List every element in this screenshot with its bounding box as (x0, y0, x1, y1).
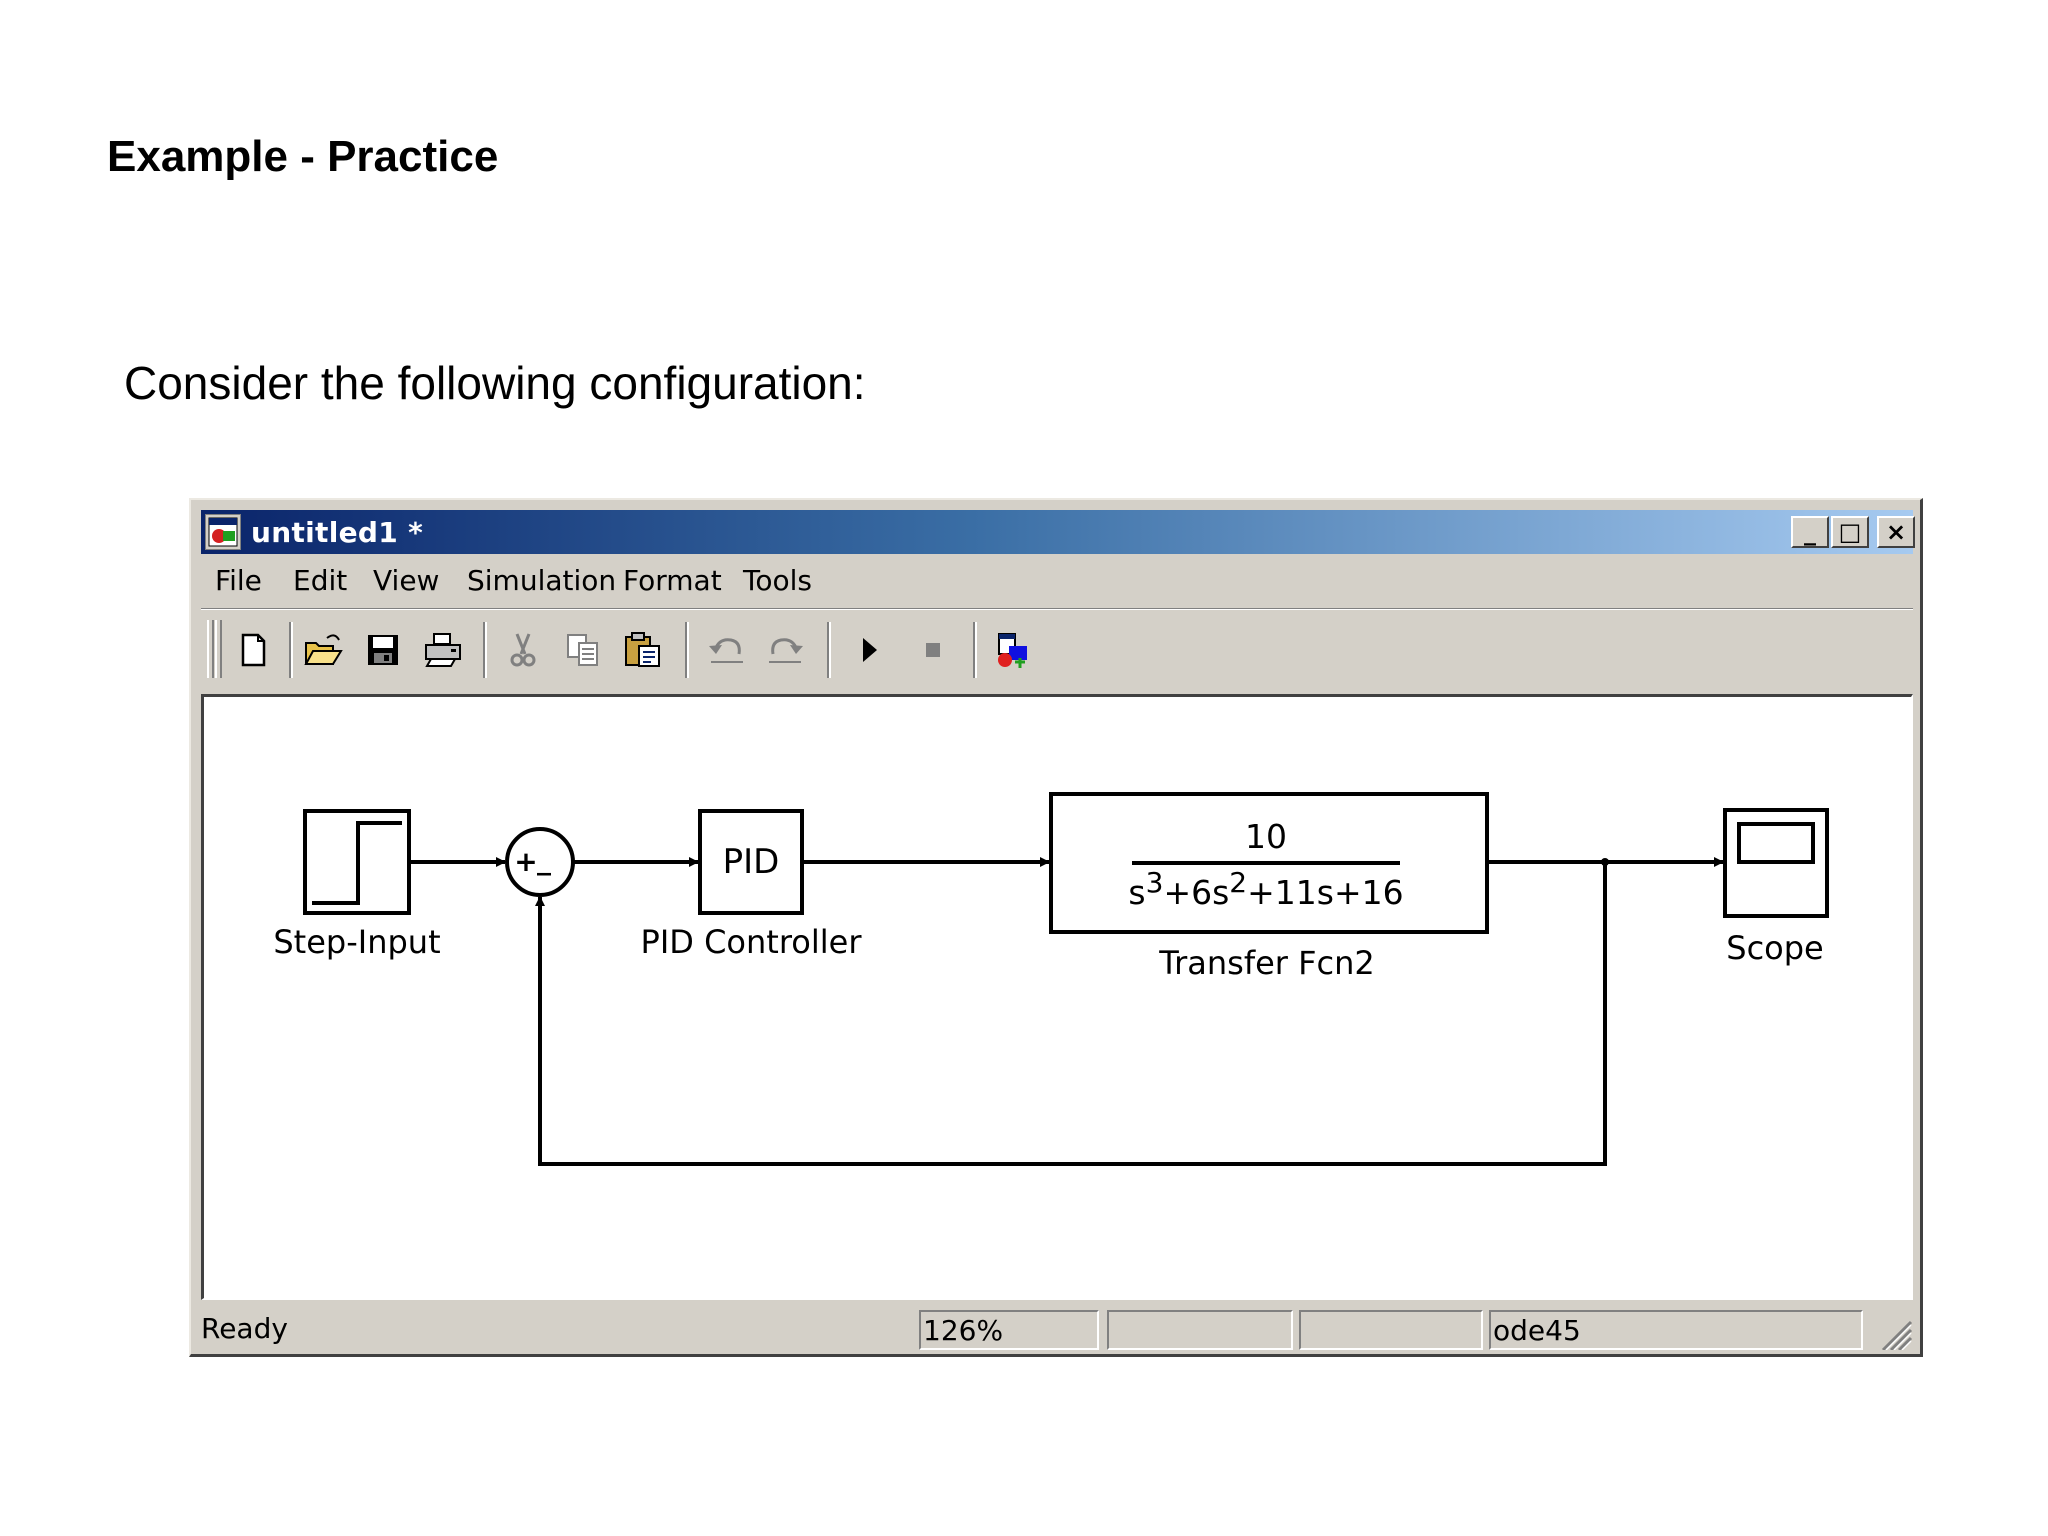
step-input-block[interactable]: Step-Input (273, 809, 441, 961)
stop-simulation-icon[interactable] (911, 628, 955, 672)
status-field-2 (1299, 1310, 1483, 1350)
new-model-icon[interactable] (231, 628, 275, 672)
scope-label: Scope (1726, 929, 1823, 967)
maximize-icon: □ (1838, 518, 1862, 546)
copy-icon[interactable] (561, 628, 605, 672)
minimize-icon: _ (1804, 518, 1816, 546)
print-icon[interactable] (421, 628, 465, 672)
menu-file[interactable]: File (215, 564, 262, 597)
slide-title: Example - Practice (107, 132, 499, 181)
close-icon: × (1885, 518, 1907, 546)
title-bar[interactable]: untitled1 * _ □ × (201, 510, 1915, 554)
menu-separator (201, 608, 1913, 610)
save-icon[interactable] (361, 628, 405, 672)
window-title: untitled1 * (251, 516, 424, 549)
menu-format[interactable]: Format (623, 564, 722, 597)
pid-block-text: PID (723, 842, 780, 882)
block-diagram: Step-Input + _ PID PID Controller 10 s3+… (273, 792, 1829, 1166)
toolbar-separator (827, 622, 831, 678)
sum-block[interactable]: + _ (505, 827, 575, 897)
status-bar: Ready 126% ode45 (197, 1308, 1917, 1352)
sum-plus-sign: + (514, 845, 537, 878)
toolbar-separator (973, 622, 977, 678)
transfer-fcn-label: Transfer Fcn2 (1158, 944, 1374, 982)
start-simulation-icon[interactable] (847, 628, 891, 672)
scope-screen-icon (1737, 822, 1815, 864)
toolbar (201, 614, 1913, 686)
paste-icon[interactable] (621, 628, 665, 672)
simulink-app-icon (205, 514, 241, 550)
toolbar-separator (483, 622, 487, 678)
status-zoom: 126% (919, 1310, 1099, 1350)
toolbar-grip[interactable] (207, 620, 214, 678)
tf-numerator: 10 (1245, 817, 1287, 856)
maximize-button[interactable]: □ (1831, 516, 1869, 548)
status-ready: Ready (201, 1312, 288, 1345)
feedback-signal[interactable] (535, 862, 1607, 1166)
transfer-fcn-block[interactable]: 10 s3+6s2+11s+16 Transfer Fcn2 (1049, 792, 1489, 982)
simulink-model-window: untitled1 * _ □ × File Edit View Simulat… (189, 498, 1923, 1357)
status-field-1 (1107, 1310, 1293, 1350)
minimize-button[interactable]: _ (1791, 516, 1829, 548)
redo-icon[interactable] (763, 628, 807, 672)
undo-icon[interactable] (705, 628, 749, 672)
step-waveform-icon (312, 821, 402, 905)
cut-icon[interactable] (501, 628, 545, 672)
close-button[interactable]: × (1877, 516, 1915, 548)
slide-subtitle: Consider the following configuration: (124, 357, 866, 409)
model-canvas[interactable]: Step-Input + _ PID PID Controller 10 s3+… (201, 694, 1913, 1300)
pid-controller-label: PID Controller (641, 923, 863, 961)
resize-grip-icon[interactable] (1877, 1316, 1913, 1350)
library-browser-icon[interactable] (991, 628, 1035, 672)
pid-controller-block[interactable]: PID PID Controller (641, 809, 863, 961)
menu-view[interactable]: View (373, 564, 440, 597)
menu-simulation[interactable]: Simulation (467, 564, 617, 597)
menu-edit[interactable]: Edit (293, 564, 348, 597)
open-icon[interactable] (301, 628, 345, 672)
sum-minus-sign: _ (537, 843, 551, 876)
menu-tools[interactable]: Tools (743, 564, 812, 597)
step-input-label: Step-Input (273, 923, 440, 961)
tf-denominator: s3+6s2+11s+16 (1128, 866, 1403, 912)
status-solver: ode45 (1489, 1310, 1863, 1350)
toolbar-grip[interactable] (215, 620, 222, 678)
scope-block[interactable]: Scope (1723, 808, 1829, 967)
menu-bar: File Edit View Simulation Format Tools (201, 558, 1913, 602)
toolbar-separator (289, 622, 293, 678)
toolbar-separator (685, 622, 689, 678)
